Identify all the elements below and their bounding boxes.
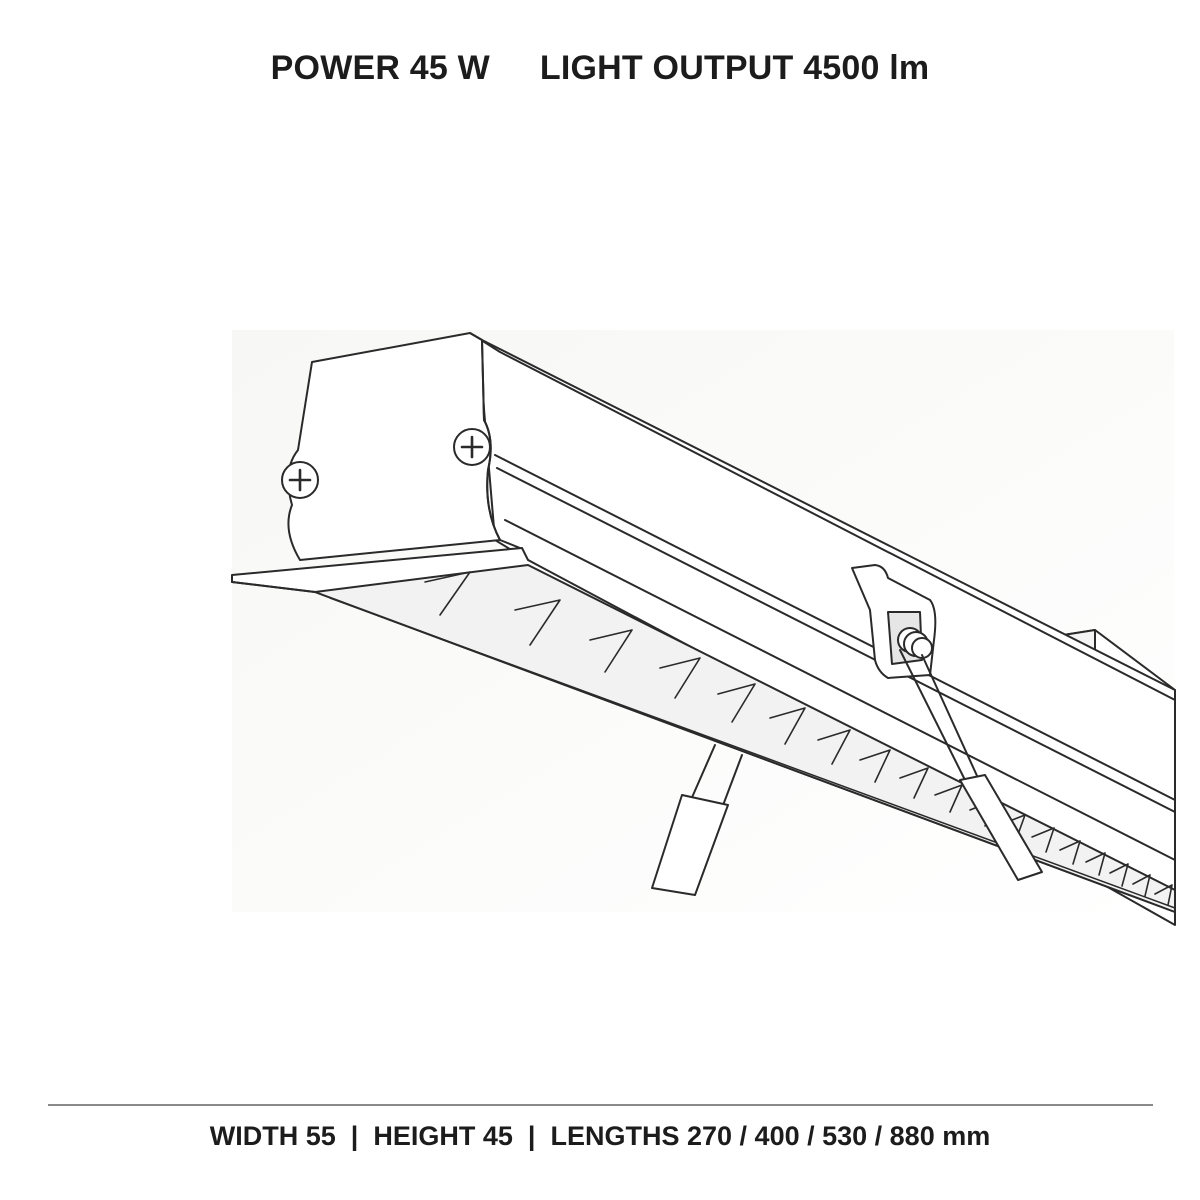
power-spec: POWER 45 W xyxy=(270,48,490,87)
dimensions-footer: WIDTH 55 | HEIGHT 45 | LENGTHS 270 / 400… xyxy=(0,1116,1200,1156)
louver-channel xyxy=(314,564,1176,913)
height-spec: HEIGHT 45 xyxy=(373,1120,513,1151)
separator-4 xyxy=(535,1121,550,1152)
width-spec: WIDTH 55 xyxy=(209,1120,336,1151)
separator-bar-1: | xyxy=(350,1120,359,1151)
lengths-spec: LENGTHS 270 / 400 / 530 / 880 mm xyxy=(550,1120,991,1151)
separator-3 xyxy=(513,1121,528,1152)
separator-bar-2: | xyxy=(527,1120,536,1151)
light-output-spec: LIGHT OUTPUT 4500 lm xyxy=(539,48,930,87)
spring-clip-icon xyxy=(897,627,1043,881)
screw-right-icon xyxy=(453,428,491,466)
housing-body xyxy=(477,337,1176,926)
footer-divider xyxy=(48,1104,1153,1106)
separator-1 xyxy=(336,1121,351,1152)
screw-left-icon xyxy=(281,461,319,499)
spec-header: POWER 45 W LIGHT OUTPUT 4500 lm xyxy=(0,46,1200,90)
separator-2 xyxy=(358,1121,373,1152)
left-spring-clip xyxy=(651,744,743,896)
louver-blades xyxy=(424,571,1173,906)
